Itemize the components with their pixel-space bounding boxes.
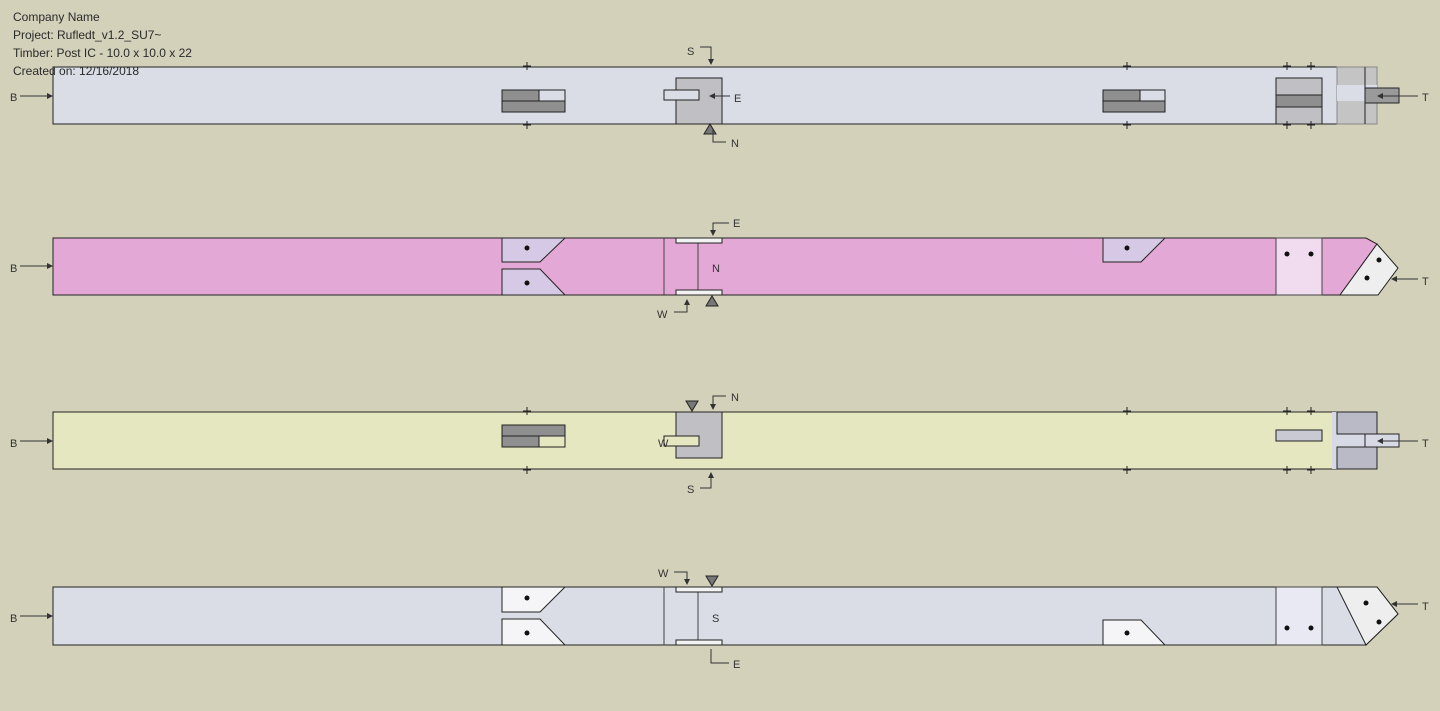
view-3: B N W S T bbox=[10, 392, 1429, 496]
face-label-s: S bbox=[687, 46, 694, 58]
face-label-w: W bbox=[657, 309, 668, 321]
drawing-title-block: Company Name Project: Rufledt_v1.2_SU7~ … bbox=[13, 8, 192, 80]
face-label-e: E bbox=[733, 218, 740, 230]
end-label-left: B bbox=[10, 92, 17, 104]
end-label-right: T bbox=[1422, 601, 1429, 613]
view-4: B W S E T bbox=[10, 568, 1429, 671]
center-housing bbox=[675, 77, 723, 125]
project-name: Project: Rufledt_v1.2_SU7~ bbox=[13, 28, 162, 42]
reference-triangle bbox=[705, 575, 719, 587]
face-label-e: E bbox=[734, 93, 741, 105]
end-label-left: B bbox=[10, 613, 17, 625]
face-label-n: N bbox=[712, 263, 720, 275]
end-joint bbox=[1275, 66, 1400, 125]
end-label-left: B bbox=[10, 263, 17, 275]
mortise-left bbox=[501, 89, 566, 113]
reference-triangle bbox=[685, 400, 699, 412]
face-label-s: S bbox=[712, 613, 719, 625]
face-label-n: N bbox=[731, 138, 739, 150]
center-housing bbox=[675, 411, 723, 459]
timber-spec: Timber: Post IC - 10.0 x 10.0 x 22 bbox=[13, 46, 192, 60]
reference-triangle bbox=[705, 295, 719, 307]
view-1: B S E N bbox=[10, 46, 1429, 150]
end-label-right: T bbox=[1422, 92, 1429, 104]
end-label-left: B bbox=[10, 438, 17, 450]
company-name: Company Name bbox=[13, 10, 100, 24]
face-label-n: N bbox=[731, 392, 739, 404]
end-label-right: T bbox=[1422, 438, 1429, 450]
end-label-right: T bbox=[1422, 276, 1429, 288]
timber-face bbox=[52, 586, 1399, 646]
mortise-left bbox=[501, 424, 566, 448]
reference-triangle bbox=[703, 123, 717, 135]
face-label-w: W bbox=[658, 438, 669, 450]
created-date: Created on: 12/16/2018 bbox=[13, 64, 140, 78]
view-2: B E N W T bbox=[10, 218, 1429, 321]
face-label-s: S bbox=[687, 484, 694, 496]
face-label-e: E bbox=[733, 659, 740, 671]
mortise-right bbox=[1102, 89, 1166, 113]
face-label-w: W bbox=[658, 568, 669, 580]
